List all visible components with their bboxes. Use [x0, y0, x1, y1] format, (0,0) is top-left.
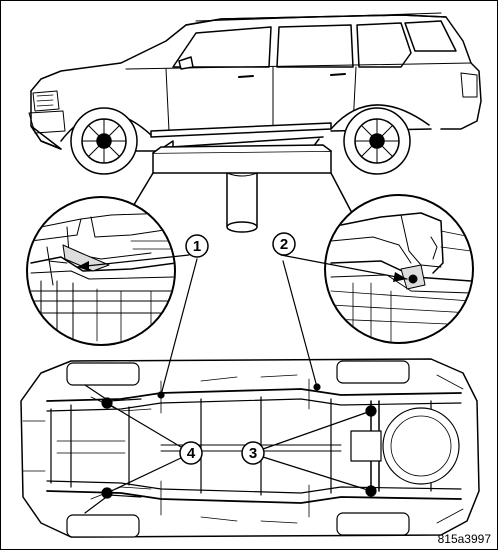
detail-view-left — [26, 196, 176, 346]
leader-lines — [76, 254, 408, 494]
front-wheel-icon — [70, 107, 138, 175]
callout-4: 4 — [179, 441, 203, 465]
hoist-lift-icon — [152, 138, 332, 233]
detail-view-right — [324, 194, 474, 344]
callout-3-label: 3 — [249, 445, 257, 462]
rear-wheel-icon — [343, 107, 411, 175]
callout-4-label: 4 — [187, 445, 196, 462]
callout-1-label: 1 — [193, 238, 201, 255]
callout-2: 2 — [272, 232, 296, 256]
callout-1: 1 — [185, 234, 209, 258]
arrowheads — [77, 261, 407, 282]
callout-3: 3 — [241, 441, 265, 465]
figure-code: 815a3997 — [438, 532, 492, 546]
callout-2-label: 2 — [280, 236, 288, 253]
detail-connector-right — [330, 172, 354, 216]
